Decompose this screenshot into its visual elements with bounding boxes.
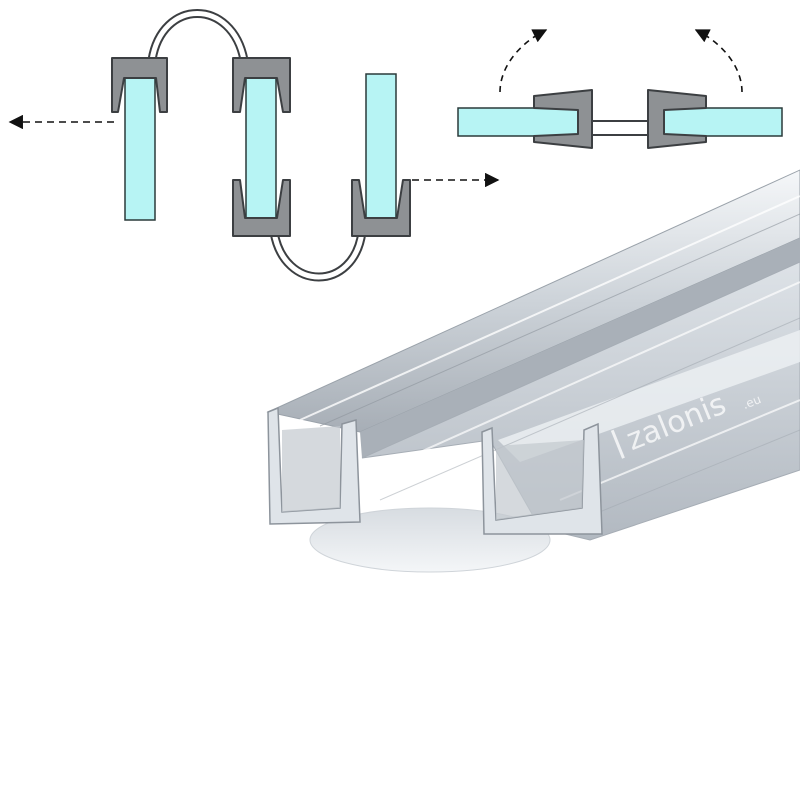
profile-highlight (498, 330, 800, 462)
clip-bottom-3 (351, 179, 411, 237)
curved-arrow-up-right-icon (694, 29, 743, 93)
top-hinge (147, 9, 249, 62)
flat-hinge (589, 120, 653, 136)
bottom-hinge (269, 231, 367, 282)
u-channel-right-end (481, 422, 603, 535)
curved-arrow-up-left-icon (499, 29, 548, 93)
clip-top-1 (111, 57, 168, 113)
folded-seal-diagram (8, 9, 500, 282)
seal-profile-render: zalonis .eu (266, 169, 800, 573)
clip-left (533, 89, 593, 149)
u-channel-left-end (267, 406, 361, 525)
profile-top-surface (266, 169, 800, 433)
profile-groove (360, 238, 800, 458)
glass-panel-3 (365, 73, 397, 221)
clip-top-2 (232, 57, 291, 113)
flat-seal-diagram (457, 29, 783, 149)
glass-panel-1 (124, 73, 156, 221)
glass-panel-left (457, 107, 579, 137)
watermark-suffix: .eu (740, 392, 763, 412)
glass-panel-2 (245, 73, 277, 221)
clip-bottom-2 (232, 179, 291, 237)
glass-panel-right (663, 107, 783, 137)
clip-right (647, 89, 707, 149)
